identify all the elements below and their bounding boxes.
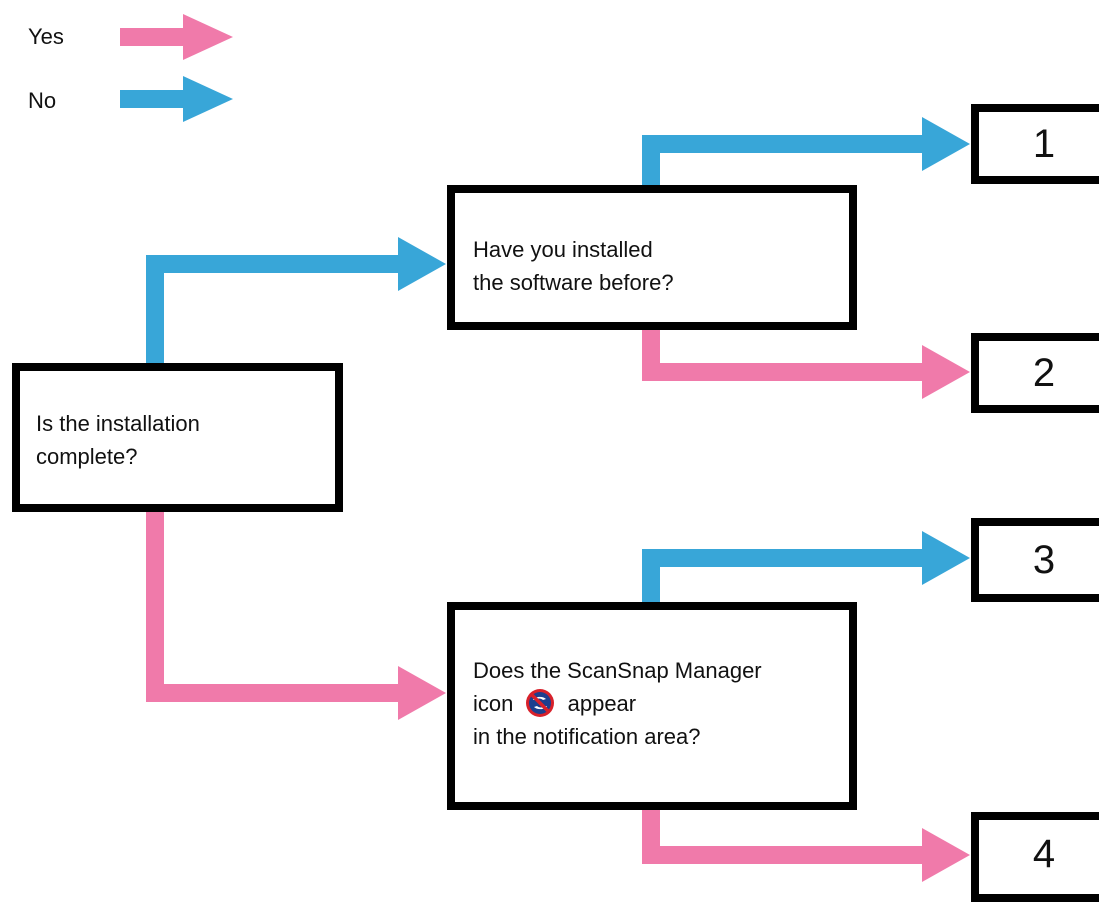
legend-no-label: No <box>28 88 57 113</box>
question-line: Is the installation <box>36 411 200 436</box>
arrow-q3-yes-to-result-4 <box>642 806 970 882</box>
result-box-1: 1 <box>971 104 1099 184</box>
result-number: 3 <box>1032 538 1056 582</box>
legend-yes-arrow <box>120 14 233 60</box>
question-line-with-icon: icon appear <box>473 687 762 720</box>
scansnap-manager-icon <box>525 688 555 718</box>
result-box-3: 3 <box>971 518 1099 602</box>
question-line: Does the ScanSnap Manager <box>473 658 762 683</box>
arrow-q2-yes-to-result-2 <box>642 326 970 399</box>
result-number: 1 <box>1032 122 1056 166</box>
arrow-q1-yes-to-q3 <box>146 508 446 720</box>
question-line: in the notification area? <box>473 724 701 749</box>
question-line-part: icon <box>473 691 514 716</box>
question-line: complete? <box>36 444 138 469</box>
legend-no-arrow <box>120 76 233 122</box>
question-icon-appears: Does the ScanSnap Manager icon appear in… <box>447 602 857 810</box>
question-installed-before: Have you installed the software before? <box>447 185 857 330</box>
question-line: Have you installed <box>473 237 653 262</box>
legend-yes-label: Yes <box>28 24 64 49</box>
question-icon-appears-text: Does the ScanSnap Manager icon appear in… <box>473 654 762 753</box>
question-line: the software before? <box>473 270 674 295</box>
question-line-part: appear <box>567 691 637 716</box>
arrow-q1-no-to-q2 <box>146 237 446 367</box>
question-installed-before-text: Have you installed the software before? <box>473 233 674 299</box>
result-number: 2 <box>1032 351 1056 395</box>
question-installation-complete-text: Is the installation complete? <box>36 407 200 473</box>
arrow-q3-no-to-result-3 <box>642 531 970 606</box>
result-box-2: 2 <box>971 333 1099 413</box>
result-number: 4 <box>1032 832 1056 876</box>
question-installation-complete: Is the installation complete? <box>12 363 343 512</box>
arrow-q2-no-to-result-1 <box>642 117 970 189</box>
